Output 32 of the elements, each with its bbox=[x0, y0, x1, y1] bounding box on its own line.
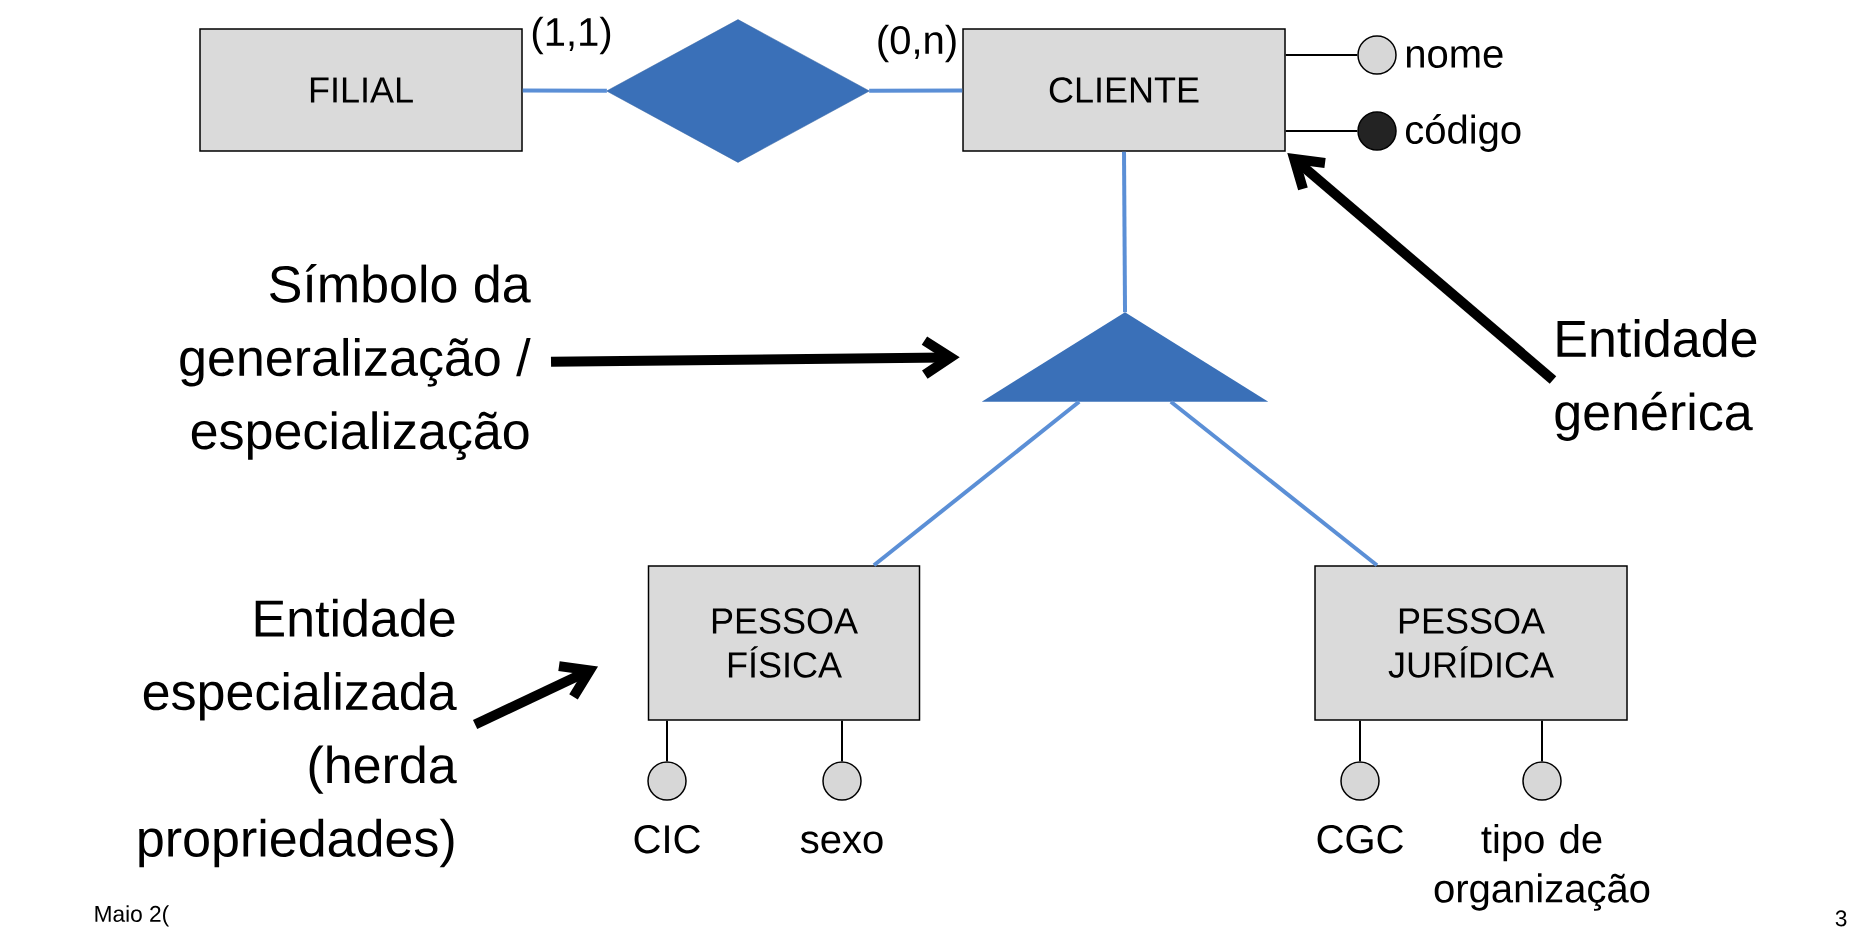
connector-line bbox=[869, 88, 963, 93]
generalization-triangle bbox=[981, 312, 1269, 402]
connector-line bbox=[1359, 719, 1361, 763]
entity-box: PESSOA JURÍDICA bbox=[1314, 565, 1628, 721]
connector-line bbox=[522, 88, 607, 93]
attribute-name: tipo de organização bbox=[1434, 824, 1650, 911]
footer-text: Maio 2( bbox=[95, 905, 170, 927]
connector-line bbox=[1284, 130, 1359, 132]
connector-line bbox=[1169, 400, 1379, 567]
attribute-name: CIC bbox=[634, 825, 700, 854]
connector-line bbox=[841, 719, 843, 763]
connector-line bbox=[1541, 719, 1543, 763]
entity-box: PESSOA FÍSICA bbox=[647, 565, 921, 721]
attribute-name: CGC bbox=[1317, 825, 1403, 854]
leader-arrow bbox=[472, 661, 599, 729]
cardinality-label: (0,n) bbox=[874, 23, 960, 64]
annotation-text: Entidade especializada (herda propriedades) bbox=[139, 598, 457, 868]
attribute-name: sexo bbox=[800, 831, 883, 854]
connector-line bbox=[1284, 54, 1359, 56]
annotation-text: Entidade genérica bbox=[1555, 319, 1757, 441]
connector-line bbox=[666, 719, 668, 763]
entity-box: FILIAL bbox=[199, 28, 523, 152]
cardinality-label: (1,1) bbox=[529, 15, 614, 56]
connector-line bbox=[1122, 151, 1127, 313]
page-number: 3 bbox=[1835, 910, 1847, 927]
leader-arrow bbox=[550, 336, 960, 379]
connector-line bbox=[872, 400, 1081, 567]
leader-arrow bbox=[1287, 153, 1557, 384]
attribute-name: código bbox=[1405, 114, 1521, 152]
annotation-text: Símbolo da generalização / especialização bbox=[180, 264, 531, 460]
attribute-name: nome bbox=[1406, 46, 1503, 68]
entity-box: CLIENTE bbox=[962, 28, 1286, 152]
